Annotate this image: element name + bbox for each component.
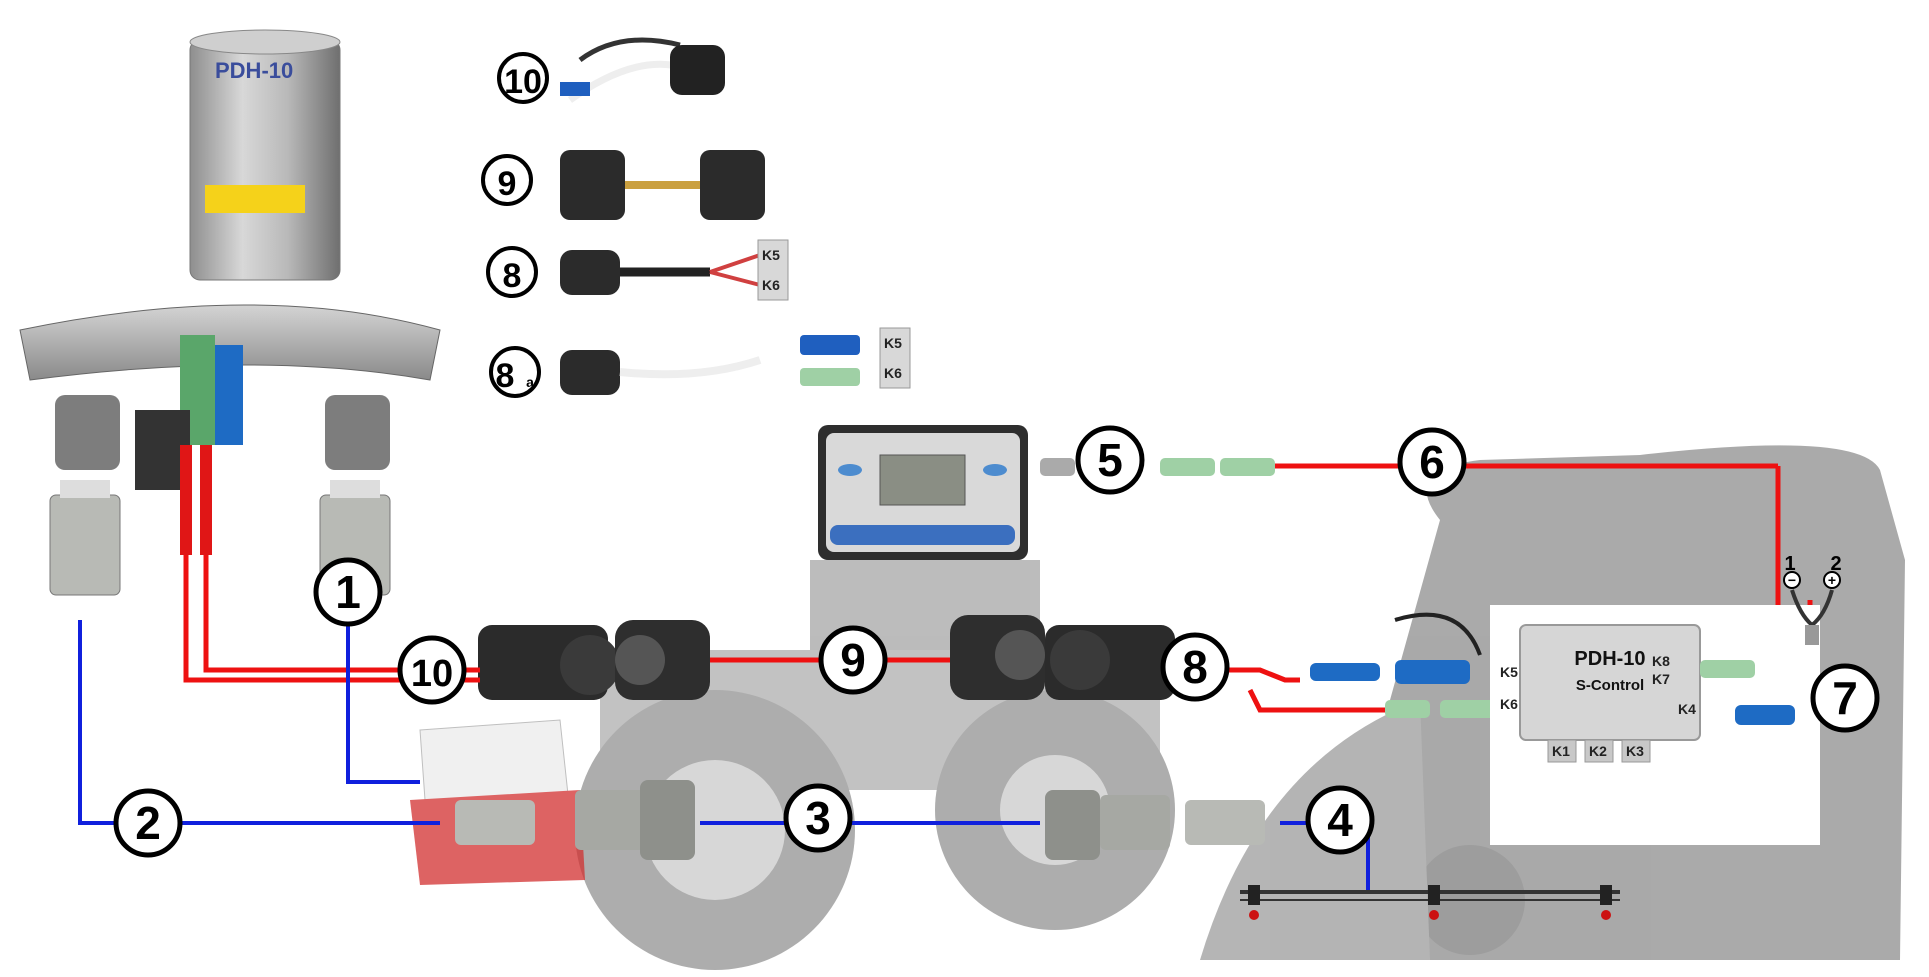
minus-icon	[1783, 571, 1801, 589]
battery-pos-number: 2	[1830, 553, 1841, 575]
callout-2: 2	[113, 788, 183, 858]
svg-text:1: 1	[335, 566, 361, 618]
control-box-title: PDH-10	[1574, 648, 1645, 670]
legend-label-9: 9	[498, 165, 517, 203]
port-k1: K1	[1552, 743, 1570, 759]
coupling-left	[49, 480, 121, 596]
callout-8: 8	[1160, 632, 1230, 702]
port-k5: K5	[1500, 664, 1518, 680]
svg-text:10: 10	[411, 653, 453, 695]
callout-3: 3	[783, 783, 853, 853]
unit-brand-label: PDH-10	[215, 58, 293, 83]
battery-terminals: 1 2 − +	[1783, 553, 1842, 645]
pdh10-pump-unit: PDH-10	[19, 29, 441, 555]
terminal-screen	[879, 454, 966, 506]
legend-cable-10: 10	[497, 37, 725, 104]
port-k6: K6	[1500, 696, 1518, 712]
plug-set-left	[478, 620, 710, 700]
callout-9: 9	[818, 625, 888, 695]
legend-k6-label: K6	[762, 277, 780, 293]
terminal-port-cable	[1040, 458, 1275, 476]
control-terminal[interactable]	[818, 425, 1028, 560]
warning-sticker	[205, 185, 305, 213]
s-control-box[interactable]: PDH-10 S-Control K5 K6 K8 K7 K4 K1 K2 K3	[1490, 605, 1820, 845]
svg-text:a: a	[526, 374, 534, 390]
cable-variants-legend: 10 9 8 K5 K6 8 a	[481, 37, 911, 398]
svg-text:2: 2	[135, 797, 161, 849]
svg-text:7: 7	[1832, 672, 1858, 724]
battery-pos-sign: +	[1828, 572, 1836, 588]
legend-cable-8: 8 K5 K6	[486, 239, 789, 301]
battery-neg-number: 1	[1784, 553, 1795, 575]
svg-text:5: 5	[1097, 434, 1123, 486]
callout-4: 4	[1305, 785, 1375, 855]
k6-connector-cable	[1385, 700, 1495, 718]
spray-boom	[1240, 885, 1620, 920]
callout-1: 1	[313, 557, 383, 627]
port-k3: K3	[1626, 743, 1644, 759]
k5-connector-cable	[1310, 612, 1482, 684]
legend-cable-9: 9	[481, 150, 765, 220]
callouts: 1 2 3 4 5 6 7 8	[113, 425, 1880, 858]
port-k2: K2	[1589, 743, 1607, 759]
legend-8a-k6-label: K6	[884, 365, 902, 381]
callout-5: 5	[1075, 425, 1145, 495]
svg-text:8: 8	[496, 357, 515, 395]
legend-label-10: 10	[504, 63, 542, 101]
callout-6: 6	[1397, 427, 1467, 497]
battery-neg-sign: −	[1788, 572, 1796, 588]
svg-text:6: 6	[1419, 436, 1445, 488]
svg-text:3: 3	[805, 792, 831, 844]
callout-10: 10	[397, 635, 467, 705]
legend-label-8: 8	[503, 257, 522, 295]
control-box-subtitle: S-Control	[1576, 677, 1644, 694]
svg-text:9: 9	[840, 634, 866, 686]
port-k4: K4	[1678, 701, 1696, 717]
port-k7: K7	[1652, 671, 1670, 687]
svg-text:8: 8	[1182, 641, 1208, 693]
callout-7: 7	[1810, 663, 1880, 733]
legend-8a-k5-label: K5	[884, 335, 902, 351]
port-k8: K8	[1652, 653, 1670, 669]
plug-set-right	[950, 615, 1175, 700]
fittings-row	[455, 780, 1265, 860]
legend-k5-label: K5	[762, 247, 780, 263]
legend-cable-8a: 8 a K5 K6	[489, 327, 911, 398]
plus-icon	[1823, 571, 1841, 589]
svg-text:4: 4	[1327, 794, 1353, 846]
